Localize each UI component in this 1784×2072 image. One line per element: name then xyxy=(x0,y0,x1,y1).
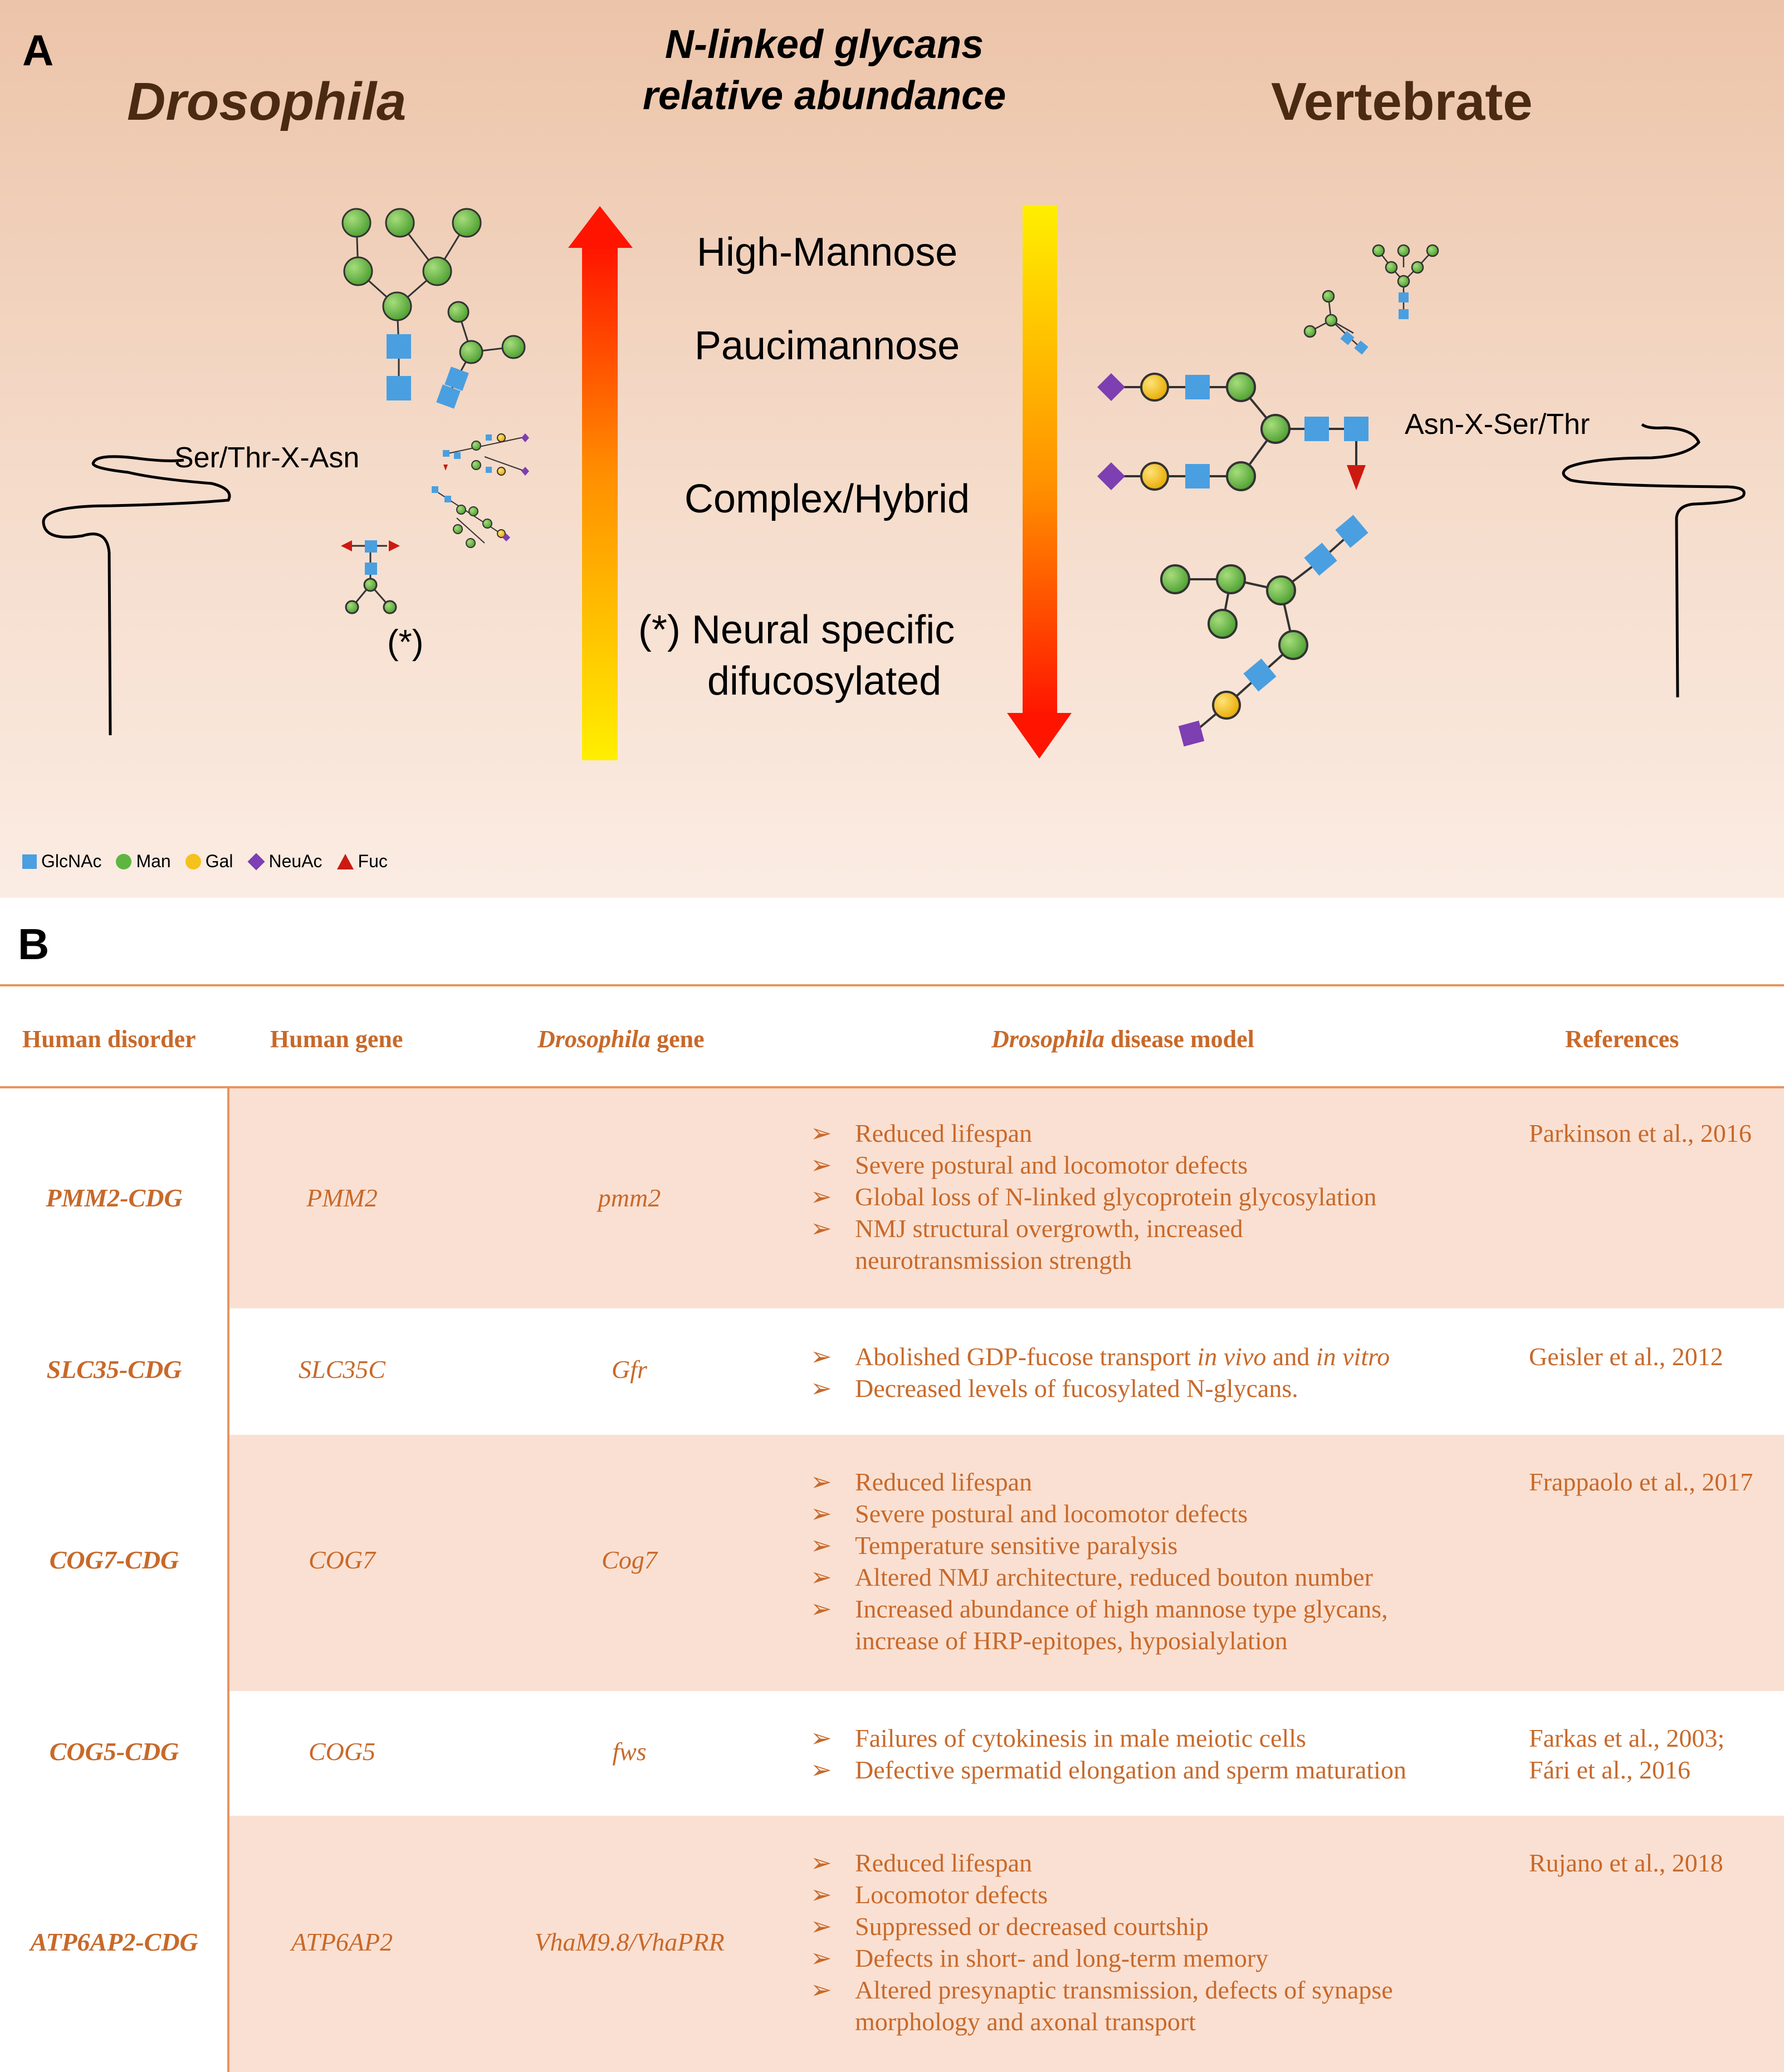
list-item: ➢Defects in short- and long-term memory xyxy=(810,1944,1269,1972)
panel-a-letter: A xyxy=(22,26,54,75)
drosophila-gene-gfr: Gfr xyxy=(612,1355,647,1384)
neuac-diamond-icon xyxy=(247,852,265,871)
table-top-rule xyxy=(0,984,1784,986)
sequon-vertebrate: Asn-X-Ser/Thr xyxy=(1405,408,1590,441)
references-pmm2: Parkinson et al., 2016 xyxy=(1529,1119,1752,1147)
references-cog5: Farkas et al., 2003; Fári et al., 2016 xyxy=(1529,1724,1725,1784)
center-title-line1: N-linked glycans xyxy=(664,22,984,67)
model-list-slc35: ➢Abolished GDP-fucose transport in vivo … xyxy=(810,1341,1390,1404)
row-band-cog7 xyxy=(228,1435,1784,1691)
list-item-continuation: increase of HRP-epitopes, hyposialylatio… xyxy=(855,1626,1288,1655)
list-item: ➢Altered presynaptic transmission, defec… xyxy=(810,1976,1393,2004)
list-item: ➢Severe postural and locomotor defects xyxy=(810,1151,1248,1179)
glycan-complex-small-drosophila xyxy=(432,433,529,548)
list-item: ➢Increased abundance of high mannose typ… xyxy=(810,1595,1388,1623)
protein-backbone-left xyxy=(42,455,231,736)
label-high-mannose: High-Mannose xyxy=(696,230,958,275)
label-complex-hybrid: Complex/Hybrid xyxy=(684,477,970,521)
list-item: ➢Suppressed or decreased courtship xyxy=(810,1912,1209,1941)
header-disease-model: Drosophila disease model xyxy=(991,1025,1254,1053)
abundance-arrow-up xyxy=(568,206,633,760)
panel-a: A Drosophila Vertebrate N-linked glycans… xyxy=(0,0,1784,898)
model-list-atp6ap2: ➢Reduced lifespan ➢Locomotor defects ➢Su… xyxy=(810,1847,1393,2037)
table-vertical-rule xyxy=(227,1087,229,2072)
list-item: ➢NMJ structural overgrowth, increased xyxy=(810,1214,1243,1243)
glycan-complex-biantennary-vertebrate xyxy=(1097,372,1368,491)
center-title-line2: relative abundance xyxy=(642,74,1006,118)
list-item: ➢Global loss of N-linked glycoprotein gl… xyxy=(810,1182,1377,1211)
disorder-cog7-cdg: COG7-CDG xyxy=(49,1546,179,1574)
header-human-disorder: Human disorder xyxy=(22,1025,196,1053)
label-paucimannose: Paucimannose xyxy=(694,324,960,368)
drosophila-gene-fws: fws xyxy=(612,1737,647,1766)
drosophila-gene-cog7: Cog7 xyxy=(602,1546,657,1574)
legend-item-gal: Gal xyxy=(185,851,233,872)
glycan-legend: GlcNAc Man Gal NeuAc Fuc xyxy=(22,851,388,872)
model-list-pmm2: ➢Reduced lifespan ➢Severe postural and l… xyxy=(810,1117,1376,1276)
references-slc35: Geisler et al., 2012 xyxy=(1529,1342,1723,1371)
glycan-paucimannose-vertebrate xyxy=(1303,290,1368,355)
header-human-gene: Human gene xyxy=(270,1025,403,1053)
legend-item-glcnac: GlcNAc xyxy=(22,851,101,872)
drosophila-gene-vham98-vhaprr: VhaM9.8/VhaPRR xyxy=(534,1928,725,1956)
list-item: ➢Temperature sensitive paralysis xyxy=(810,1531,1178,1560)
title-drosophila: Drosophila xyxy=(127,72,407,131)
list-item: ➢Failures of cytokinesis in male meiotic… xyxy=(810,1724,1306,1752)
center-title: N-linked glycans relative abundance xyxy=(579,19,1069,121)
table-header-rule xyxy=(0,1086,1784,1088)
disorder-cog5-cdg: COG5-CDG xyxy=(49,1737,179,1766)
list-item: ➢Reduced lifespan xyxy=(810,1849,1033,1877)
glycan-hybrid-vertebrate xyxy=(1160,515,1368,747)
list-item: ➢Reduced lifespan xyxy=(810,1468,1033,1496)
glycan-high-mannose-drosophila xyxy=(341,208,482,400)
legend-item-man: Man xyxy=(116,851,171,872)
human-gene-slc35c: SLC35C xyxy=(299,1355,385,1384)
protein-backbone-right xyxy=(1562,423,1746,698)
man-circle-icon xyxy=(116,853,132,869)
disorder-slc35-cdg: SLC35-CDG xyxy=(46,1355,182,1384)
references-cog7: Frappaolo et al., 2017 xyxy=(1529,1468,1753,1496)
neural-asterisk-mark: (*) xyxy=(387,623,424,662)
panel-b-letter: B xyxy=(18,920,50,969)
disorder-atp6ap2-cdg: ATP6AP2-CDG xyxy=(30,1928,198,1956)
model-list-cog7: ➢Reduced lifespan ➢Severe postural and l… xyxy=(810,1466,1388,1656)
list-item: ➢Defective spermatid elongation and sper… xyxy=(810,1756,1406,1784)
label-neural-line2: difucosylated xyxy=(707,659,942,703)
disorder-pmm2-cdg: PMM2-CDG xyxy=(46,1184,183,1212)
list-item-continuation: neurotransmission strength xyxy=(855,1246,1132,1274)
human-gene-cog5: COG5 xyxy=(308,1737,376,1766)
abundance-arrow-down xyxy=(1007,205,1072,759)
fuc-triangle-icon xyxy=(336,853,354,869)
model-list-cog5: ➢Failures of cytokinesis in male meiotic… xyxy=(810,1722,1406,1786)
glycan-neural-difucosylated xyxy=(341,540,400,614)
legend-item-neuac: NeuAc xyxy=(247,851,322,872)
human-gene-atp6ap2: ATP6AP2 xyxy=(291,1928,393,1956)
list-item-continuation: morphology and axonal transport xyxy=(855,2007,1196,2036)
list-item: ➢Locomotor defects xyxy=(810,1880,1048,1909)
sequon-drosophila: Ser/Thr-X-Asn xyxy=(174,442,360,474)
title-vertebrate: Vertebrate xyxy=(1271,72,1533,131)
legend-item-fuc: Fuc xyxy=(336,851,388,872)
human-gene-cog7: COG7 xyxy=(308,1546,376,1574)
glycan-paucimannose-drosophila xyxy=(436,301,526,409)
list-item: ➢Altered NMJ architecture, reduced bouto… xyxy=(810,1563,1373,1591)
list-item: ➢Severe postural and locomotor defects xyxy=(810,1499,1248,1528)
list-item: ➢Abolished GDP-fucose transport in vivo … xyxy=(810,1342,1390,1371)
drosophila-gene-pmm2: pmm2 xyxy=(598,1184,661,1212)
human-gene-pmm2: PMM2 xyxy=(306,1184,378,1212)
list-item: ➢Reduced lifespan xyxy=(810,1119,1033,1147)
references-atp6ap2: Rujano et al., 2018 xyxy=(1529,1849,1723,1877)
label-neural-line1: (*) Neural specific xyxy=(638,608,955,652)
row-band-pmm2 xyxy=(228,1087,1784,1308)
header-references: References xyxy=(1565,1025,1679,1053)
glycan-high-mannose-vertebrate xyxy=(1372,244,1439,319)
row-band-atp6ap2 xyxy=(228,1816,1784,2072)
gal-circle-icon xyxy=(185,853,201,869)
list-item: ➢Decreased levels of fucosylated N-glyca… xyxy=(810,1374,1298,1402)
glycan-diagram xyxy=(42,205,1746,760)
header-drosophila-gene: Drosophila gene xyxy=(537,1025,705,1053)
glcnac-square-icon xyxy=(22,854,37,869)
